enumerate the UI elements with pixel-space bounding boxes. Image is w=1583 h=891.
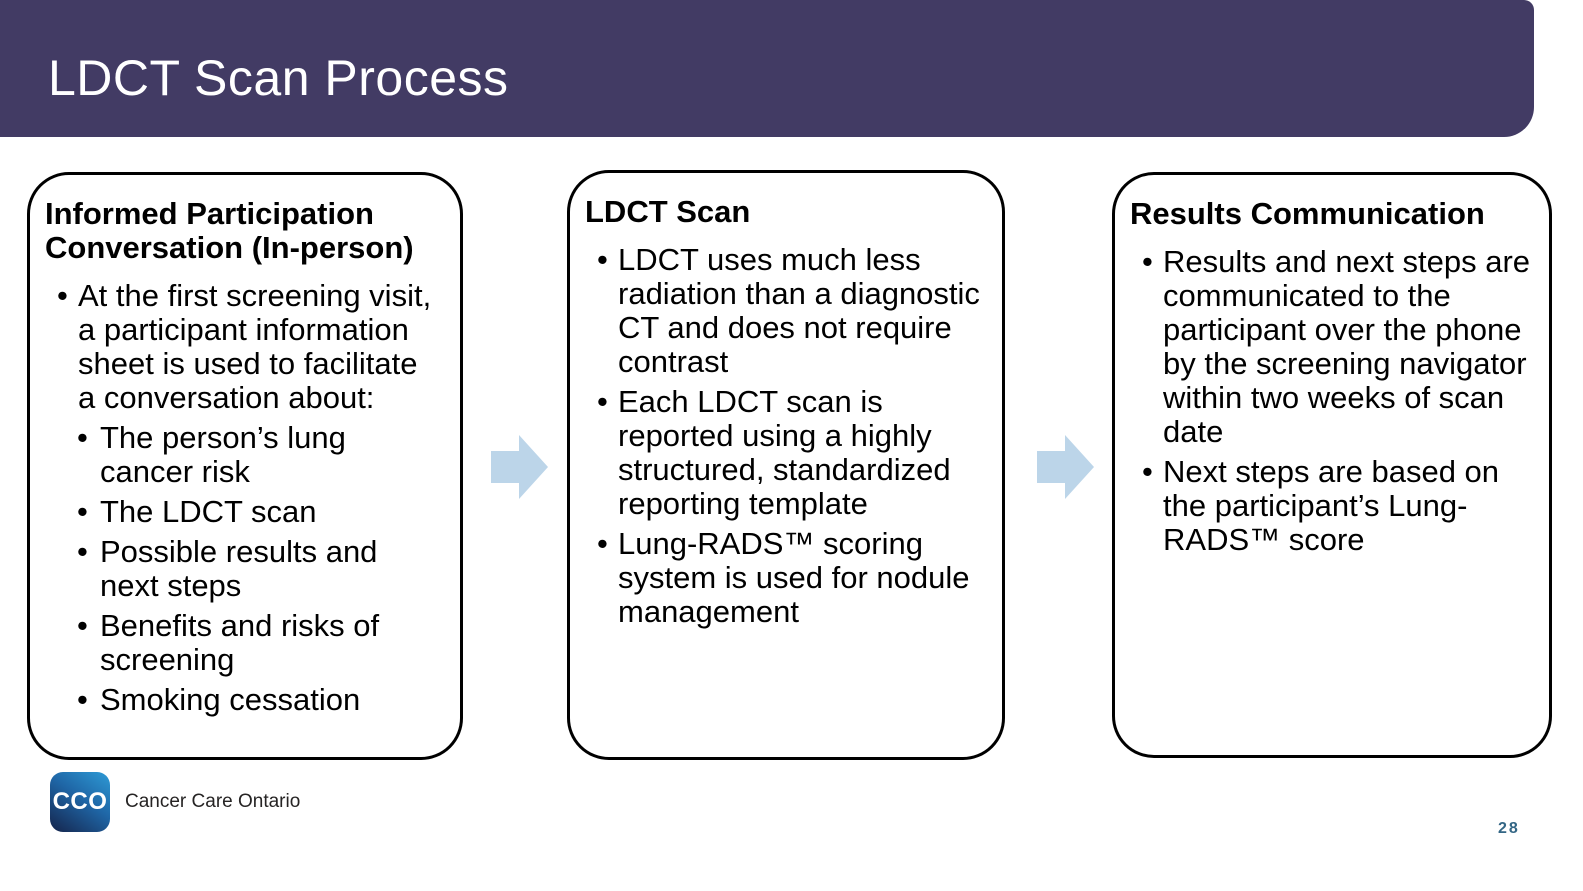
box-title: Informed Participation Conversation (In-…	[45, 196, 414, 265]
bullet-text: Results and next steps are communicated …	[1163, 244, 1531, 449]
bullet-marker-icon: •	[77, 494, 88, 529]
bullet-text: Next steps are based on the participant’…	[1163, 454, 1500, 557]
bullet-item: • The LDCT scan	[77, 495, 442, 529]
bullet-list: • LDCT uses much less radiation than a di…	[582, 243, 984, 629]
bullet-list: • At the first screening visit, a partici…	[42, 279, 442, 717]
arrow-right-icon	[491, 435, 548, 499]
slide-title: LDCT Scan Process	[48, 50, 509, 106]
bullet-text: Smoking cessation	[100, 682, 361, 717]
bullet-marker-icon: •	[77, 682, 88, 717]
box-title: Results Communication	[1130, 196, 1485, 231]
cco-logo-abbr: CCO	[52, 788, 108, 815]
bullet-text: Lung-RADS™ scoring system is used for no…	[618, 526, 970, 629]
arrow-right-icon	[1037, 435, 1094, 499]
bullet-marker-icon: •	[1142, 244, 1153, 279]
bullet-text: At the first screening visit, a particip…	[78, 278, 432, 415]
bullet-text: Each LDCT scan is reported using a highl…	[618, 384, 951, 521]
bullet-text: The person’s lung cancer risk	[100, 420, 346, 489]
bullet-marker-icon: •	[77, 420, 88, 455]
bullet-text: LDCT uses much less radiation than a dia…	[618, 242, 980, 379]
cco-logo-text: Cancer Care Ontario	[125, 791, 301, 812]
bullet-marker-icon: •	[77, 534, 88, 569]
bullet-text: The LDCT scan	[100, 494, 317, 529]
process-box-informed-participation: Informed Participation Conversation (In-…	[27, 172, 463, 760]
bullet-item: • Results and next steps are communicated…	[1142, 245, 1531, 449]
bullet-marker-icon: •	[57, 278, 68, 313]
bullet-item: • Next steps are based on the participant…	[1142, 455, 1531, 557]
process-box-results-communication: Results Communication • Results and next …	[1112, 172, 1552, 758]
header-band: LDCT Scan Process	[0, 0, 1534, 137]
cco-logo: CCO	[50, 772, 110, 832]
bullet-marker-icon: •	[597, 242, 608, 277]
bullet-marker-icon: •	[77, 608, 88, 643]
bullet-item: • Benefits and risks of screening	[77, 609, 442, 677]
bullet-text: Possible results and next steps	[100, 534, 378, 603]
bullet-marker-icon: •	[1142, 454, 1153, 489]
bullet-item: • At the first screening visit, a partici…	[57, 279, 442, 415]
box-title: LDCT Scan	[585, 194, 751, 229]
bullet-item: • Each LDCT scan is reported using a high…	[597, 385, 984, 521]
process-box-ldct-scan: LDCT Scan • LDCT uses much less radiation…	[567, 170, 1005, 760]
bullet-item: • LDCT uses much less radiation than a di…	[597, 243, 984, 379]
bullet-list: • Results and next steps are communicated…	[1127, 245, 1531, 557]
bullet-text: Benefits and risks of screening	[100, 608, 380, 677]
bullet-marker-icon: •	[597, 384, 608, 419]
bullet-marker-icon: •	[597, 526, 608, 561]
bullet-item: • Lung-RADS™ scoring system is used for n…	[597, 527, 984, 629]
bullet-item: • The person’s lung cancer risk	[77, 421, 442, 489]
page-number: 28	[1498, 820, 1520, 837]
bullet-item: • Possible results and next steps	[77, 535, 442, 603]
bullet-item: • Smoking cessation	[77, 683, 442, 717]
